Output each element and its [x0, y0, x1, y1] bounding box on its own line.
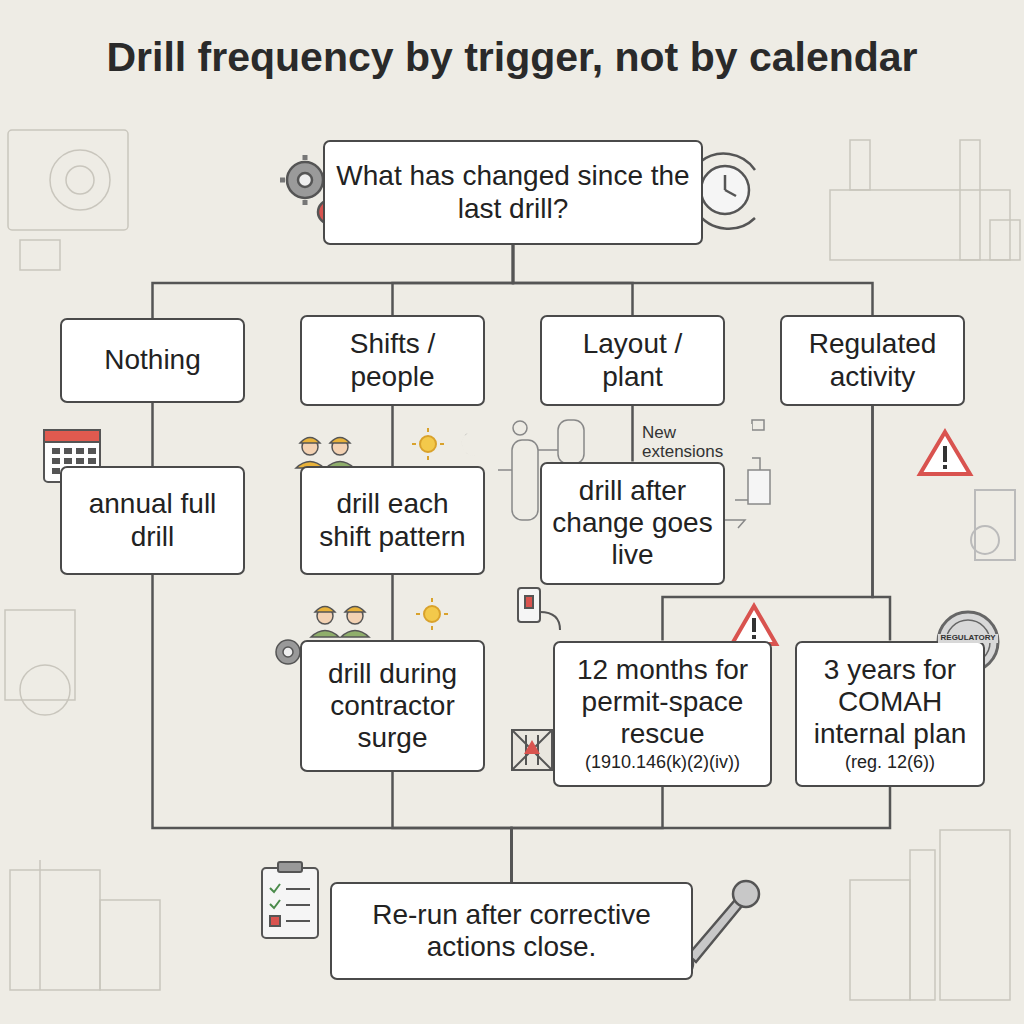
connector-line — [873, 406, 891, 641]
connector-line — [513, 245, 633, 315]
connector-line — [393, 772, 512, 882]
box-text: annual full drill — [72, 488, 233, 552]
connector-line — [391, 575, 394, 640]
connector-line — [512, 787, 891, 883]
process-box: annual full drill — [60, 466, 245, 575]
connector-line — [512, 787, 663, 883]
box-text: Regulated activity — [792, 328, 953, 392]
box-text: What has changed since the last drill? — [335, 160, 691, 224]
process-box: Nothing — [60, 318, 245, 403]
process-box: Shifts / people — [300, 315, 485, 406]
stamp-text: REGULATORY — [938, 634, 998, 643]
connector-line — [631, 406, 634, 462]
connector-line — [513, 245, 873, 315]
process-box: drill each shift pattern — [300, 466, 485, 575]
connector-line — [151, 403, 154, 466]
process-box: 3 years for COMAH internal plan(reg. 12(… — [795, 641, 985, 787]
process-box: Regulated activity — [780, 315, 965, 406]
box-text: Layout / plant — [552, 328, 713, 392]
connector-line — [393, 245, 514, 315]
box-text: 3 years for COMAH internal plan — [807, 654, 973, 751]
box-text: Nothing — [104, 344, 201, 376]
diagram-title: Drill frequency by trigger, not by calen… — [0, 34, 1024, 81]
box-text: drill each shift pattern — [312, 488, 473, 552]
process-box: drill during contractor surge — [300, 640, 485, 772]
process-box: Layout / plant — [540, 315, 725, 406]
annotation-label: New extensions — [642, 424, 752, 461]
process-box: drill after change goes live — [540, 462, 725, 585]
connector-line — [391, 406, 394, 466]
reference-text: (reg. 12(6)) — [845, 752, 935, 773]
box-text: 12 months for permit-space rescue — [565, 654, 760, 751]
box-text: drill after change goes live — [552, 475, 713, 572]
connector-line — [153, 245, 514, 318]
box-text: drill during contractor surge — [312, 658, 473, 755]
box-text: Re-run after corrective actions close. — [342, 899, 681, 963]
reference-text: (1910.146(k)(2)(iv)) — [585, 752, 740, 773]
process-box: 12 months for permit-space rescue(1910.1… — [553, 641, 772, 787]
question-box: What has changed since the last drill? — [323, 140, 703, 245]
connector-line — [153, 575, 512, 882]
box-text: Shifts / people — [312, 328, 473, 392]
process-box: Re-run after corrective actions close. — [330, 882, 693, 980]
